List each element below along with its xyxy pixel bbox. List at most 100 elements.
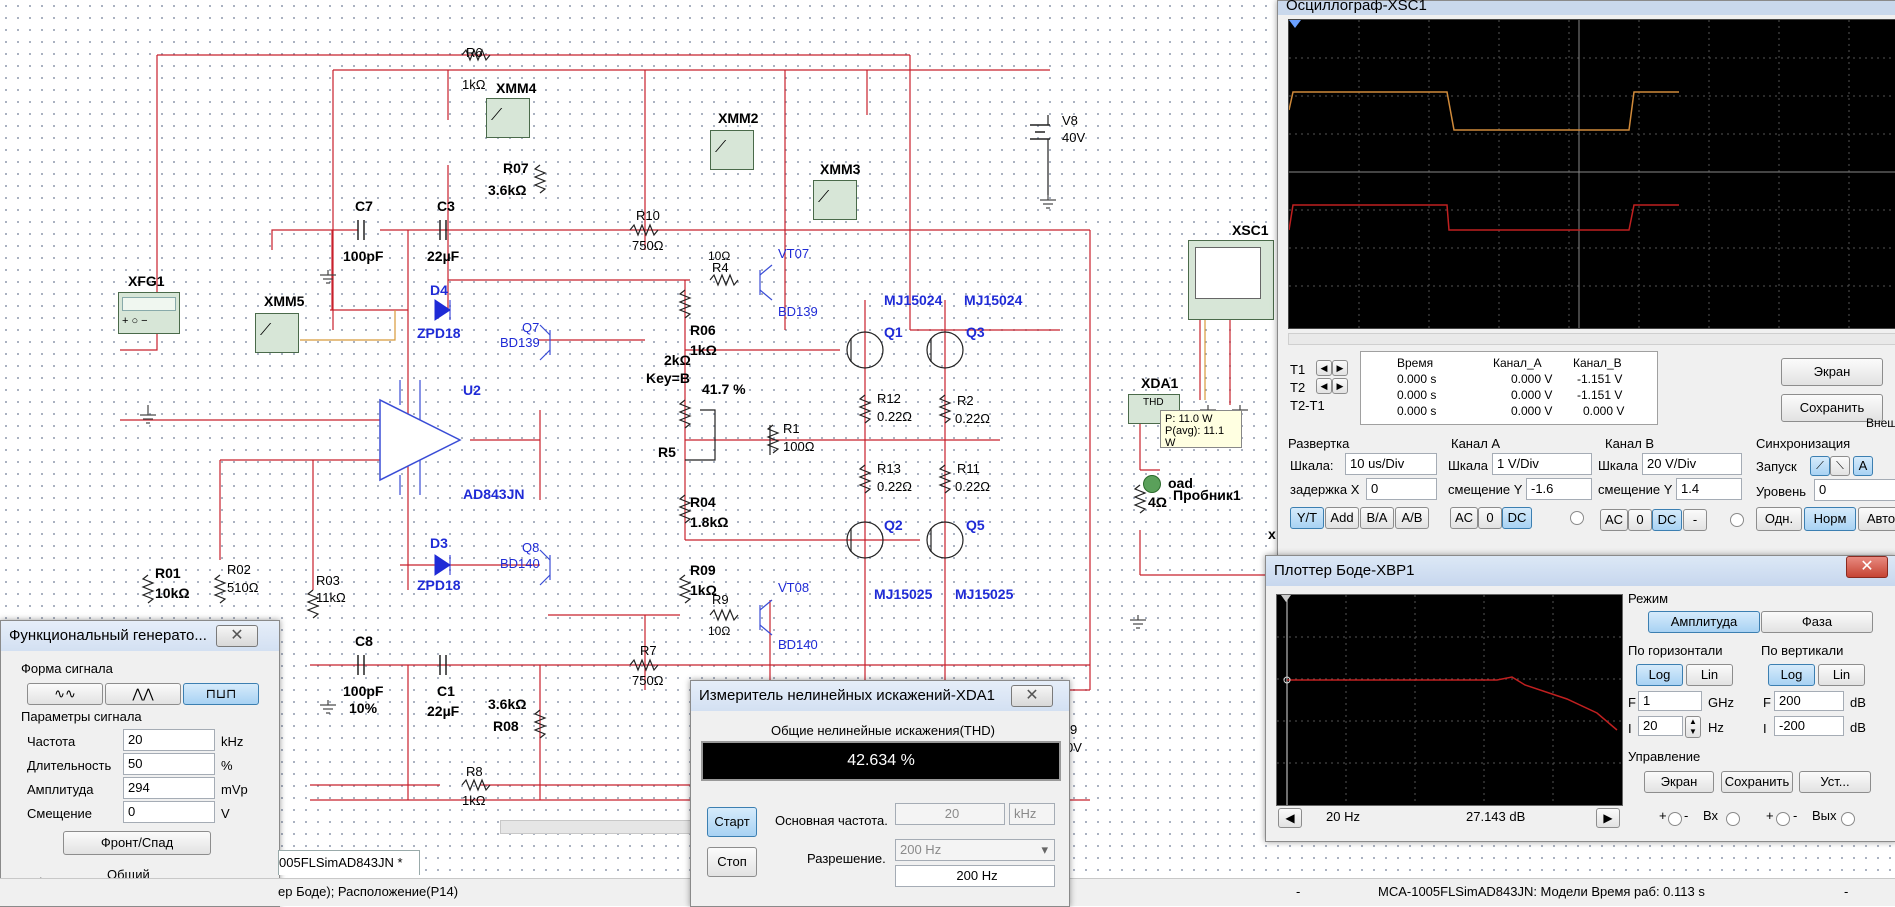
label-r11: R11 bbox=[957, 461, 980, 476]
bode-in-minus-terminal[interactable] bbox=[1726, 812, 1740, 826]
trigger-falling-edge-icon[interactable]: ⟍ bbox=[1830, 456, 1850, 476]
channel-a-scale-field[interactable]: 1 V/Div bbox=[1492, 453, 1592, 475]
oscilloscope-hscroll[interactable] bbox=[1288, 333, 1895, 345]
bode-out-minus-terminal[interactable] bbox=[1841, 812, 1855, 826]
param-duty-field[interactable]: 50 bbox=[123, 753, 215, 775]
label-r5-key: Key=B bbox=[646, 370, 690, 386]
bode-v-lin-button[interactable]: Lin bbox=[1818, 664, 1865, 686]
rise-fall-button[interactable]: Фронт/Спад bbox=[63, 831, 211, 855]
channel-a-dc-button[interactable]: DC bbox=[1502, 507, 1532, 529]
channel-b-ac-button[interactable]: AC bbox=[1600, 509, 1628, 531]
distortion-analyzer-window[interactable]: Измеритель нелинейных искажений-XDA1 ✕ О… bbox=[690, 680, 1070, 907]
xsc1-instrument[interactable] bbox=[1188, 240, 1274, 320]
multimeter-icon: ⟋ bbox=[715, 139, 727, 156]
bode-titlebar[interactable]: Плоттер Боде-XBP1 bbox=[1266, 556, 1895, 586]
bode-v-initial-field[interactable]: -200 bbox=[1774, 716, 1844, 736]
label-mj15025-1: MJ15025 bbox=[874, 586, 933, 602]
channel-b-radio[interactable] bbox=[1730, 513, 1744, 527]
start-button[interactable]: Старт bbox=[707, 807, 757, 837]
stop-button[interactable]: Стоп bbox=[707, 847, 757, 877]
trigger-source-a-button[interactable]: A bbox=[1853, 456, 1873, 476]
bode-screen-button[interactable]: Экран bbox=[1644, 771, 1714, 793]
channel-b-title: Канал B bbox=[1605, 436, 1655, 451]
bode-out-minus: - bbox=[1793, 808, 1798, 823]
label-v8-value: 40V bbox=[1062, 130, 1086, 145]
triangle-wave-button[interactable]: ⋀⋀ bbox=[105, 683, 181, 705]
xfg1-instrument[interactable]: + ○ − bbox=[118, 292, 180, 334]
label-r03: R03 bbox=[316, 573, 340, 588]
osc-save-button[interactable]: Сохранить bbox=[1781, 394, 1883, 422]
bode-out-plus-terminal[interactable] bbox=[1776, 812, 1790, 826]
xmm4-instrument[interactable]: ⟋ bbox=[486, 98, 530, 138]
channel-b-scale-field[interactable]: 20 V/Div bbox=[1642, 453, 1742, 475]
t2-left-button[interactable]: ◀ bbox=[1316, 378, 1332, 394]
bode-h-initial-field[interactable]: 20 bbox=[1638, 716, 1683, 736]
bode-save-button[interactable]: Сохранить bbox=[1721, 771, 1793, 793]
yt-button[interactable]: Y/T bbox=[1290, 507, 1324, 529]
document-tab[interactable]: 005FLSimAD843JN * bbox=[278, 850, 420, 875]
t1-right-button[interactable]: ▶ bbox=[1332, 360, 1348, 376]
t1-left-button[interactable]: ◀ bbox=[1316, 360, 1332, 376]
square-wave-button[interactable]: ⊓⊔⊓ bbox=[183, 683, 259, 705]
bode-plotter-window[interactable]: Плоттер Боде-XBP1 ✕ ◀ 20 Hz 27.143 dB ▶ … bbox=[1265, 555, 1895, 842]
close-icon: ✕ bbox=[1860, 558, 1874, 575]
bode-phase-button[interactable]: Фаза bbox=[1761, 611, 1873, 633]
bode-screen bbox=[1276, 594, 1623, 806]
bode-h-log-button[interactable]: Log bbox=[1636, 664, 1683, 686]
bode-in-plus-terminal[interactable] bbox=[1668, 812, 1682, 826]
channel-a-offset-field[interactable]: -1.6 bbox=[1526, 478, 1592, 500]
label-r08: R08 bbox=[493, 718, 519, 734]
fundamental-freq-field[interactable]: 20 bbox=[895, 803, 1005, 825]
trigger-rising-edge-icon[interactable]: ⟋ bbox=[1810, 456, 1830, 476]
resolution-select[interactable]: 200 Hz ▾ bbox=[895, 839, 1055, 861]
bode-setup-button[interactable]: Уст... bbox=[1799, 771, 1871, 793]
bode-cursor-marker[interactable] bbox=[1281, 595, 1291, 602]
funcgen-close-button[interactable]: ✕ bbox=[216, 625, 258, 647]
bode-cursor-right-button[interactable]: ▶ bbox=[1596, 808, 1620, 828]
oscilloscope-titlebar[interactable]: Осциллограф-XSC1 bbox=[1278, 0, 1895, 15]
channel-a-radio[interactable] bbox=[1570, 511, 1584, 525]
status-right-text: MCA-1005FLSimAD843JN: Модели Время раб: … bbox=[1378, 884, 1705, 899]
trigger-auto-button[interactable]: Авто bbox=[1858, 507, 1895, 531]
bode-h-final-field[interactable]: 1 bbox=[1638, 691, 1702, 711]
channel-b-zero-button[interactable]: 0 bbox=[1628, 509, 1652, 531]
sine-wave-button[interactable]: ∿∿ bbox=[27, 683, 103, 705]
bode-cursor-left-button[interactable]: ◀ bbox=[1278, 808, 1302, 828]
bode-amplitude-button[interactable]: Амплитуда bbox=[1648, 611, 1760, 633]
channel-b-dc-button[interactable]: DC bbox=[1652, 509, 1682, 531]
channel-a-ac-button[interactable]: AC bbox=[1450, 507, 1478, 529]
timebase-scale-field[interactable]: 10 us/Div bbox=[1345, 453, 1437, 475]
oscilloscope-window[interactable]: Осциллограф-XSC1 T1 T2 T2-T1 ◀ ▶ ◀ bbox=[1277, 0, 1895, 557]
param-offset-field[interactable]: 0 bbox=[123, 801, 215, 823]
cursor-t1-marker[interactable] bbox=[1289, 20, 1301, 28]
ba-button[interactable]: B/A bbox=[1360, 507, 1394, 529]
bode-h-initial-spinner[interactable]: ▲▼ bbox=[1685, 716, 1701, 738]
trigger-normal-button[interactable]: Норм bbox=[1804, 507, 1856, 531]
bode-close-button[interactable]: ✕ bbox=[1846, 556, 1888, 578]
xmm5-instrument[interactable]: ⟋ bbox=[255, 313, 299, 353]
label-xfg1: XFG1 bbox=[128, 273, 165, 289]
param-amplitude-field[interactable]: 294 bbox=[123, 777, 215, 799]
bode-v-log-button[interactable]: Log bbox=[1768, 664, 1815, 686]
xmm3-instrument[interactable]: ⟋ bbox=[813, 180, 857, 220]
xmm2-instrument[interactable]: ⟋ bbox=[710, 130, 754, 170]
label-r2: R2 bbox=[957, 393, 974, 408]
probe-icon[interactable] bbox=[1143, 475, 1161, 493]
distortion-titlebar[interactable]: Измеритель нелинейных искажений-XDA1 bbox=[691, 681, 1069, 711]
function-generator-window[interactable]: Функциональный генерато... ✕ Форма сигна… bbox=[0, 620, 280, 907]
channel-a-zero-button[interactable]: 0 bbox=[1478, 507, 1502, 529]
ab-button[interactable]: A/B bbox=[1395, 507, 1429, 529]
channel-b-offset-field[interactable]: 1.4 bbox=[1676, 478, 1742, 500]
channel-b-minus-button[interactable]: - bbox=[1683, 509, 1707, 531]
bode-h-lin-button[interactable]: Lin bbox=[1686, 664, 1733, 686]
param-frequency-field[interactable]: 20 bbox=[123, 729, 215, 751]
trigger-level-field[interactable]: 0 bbox=[1814, 479, 1895, 501]
osc-screen-button[interactable]: Экран bbox=[1781, 358, 1883, 386]
add-button[interactable]: Add bbox=[1325, 507, 1359, 529]
bode-v-final-field[interactable]: 200 bbox=[1774, 691, 1844, 711]
delay-x-field[interactable]: 0 bbox=[1366, 478, 1437, 500]
t2-right-button[interactable]: ▶ bbox=[1332, 378, 1348, 394]
trigger-single-button[interactable]: Одн. bbox=[1756, 507, 1802, 531]
distortion-close-button[interactable]: ✕ bbox=[1011, 685, 1053, 707]
bode-h-final-unit: GHz bbox=[1708, 695, 1734, 710]
